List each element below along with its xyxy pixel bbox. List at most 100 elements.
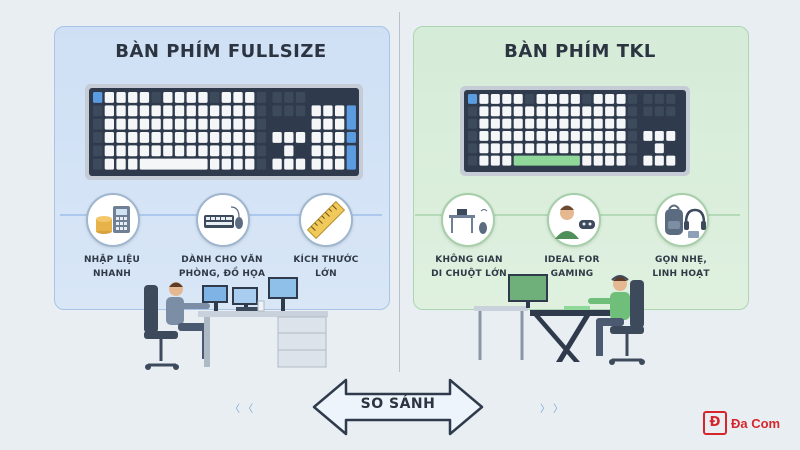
nav-key bbox=[654, 106, 664, 117]
key bbox=[186, 105, 196, 117]
key bbox=[116, 158, 126, 170]
key bbox=[174, 145, 185, 157]
feature-compact-label: GỌN NHẸ,LINH HOẠT bbox=[652, 255, 710, 279]
key bbox=[245, 92, 255, 103]
key bbox=[221, 132, 231, 143]
nav-key bbox=[284, 105, 294, 117]
key bbox=[593, 155, 603, 166]
key bbox=[151, 92, 161, 103]
key bbox=[490, 131, 500, 141]
key bbox=[627, 94, 637, 104]
key bbox=[570, 106, 580, 117]
key bbox=[536, 131, 546, 141]
key bbox=[104, 145, 114, 157]
key bbox=[163, 105, 173, 117]
key bbox=[209, 118, 220, 130]
numpad-key bbox=[346, 132, 356, 143]
key bbox=[186, 145, 196, 157]
key bbox=[233, 145, 243, 157]
key bbox=[605, 155, 615, 166]
key bbox=[116, 92, 126, 103]
nav-key bbox=[295, 158, 306, 170]
key bbox=[256, 158, 267, 170]
key bbox=[490, 118, 500, 129]
office-desk-scene bbox=[144, 277, 328, 370]
nav-key bbox=[654, 143, 664, 154]
numpad-key bbox=[323, 105, 333, 117]
fullsize-title: BÀN PHÍM FULLSIZE bbox=[115, 41, 327, 62]
key bbox=[104, 92, 114, 103]
numpad-plus-key bbox=[346, 105, 356, 130]
key bbox=[479, 155, 489, 166]
key bbox=[627, 155, 637, 166]
keyboard-mouse-icon bbox=[196, 193, 250, 247]
key bbox=[139, 132, 150, 143]
key bbox=[256, 132, 267, 143]
key bbox=[536, 118, 546, 129]
key bbox=[174, 132, 185, 143]
key bbox=[513, 94, 523, 104]
key bbox=[93, 145, 103, 157]
key bbox=[245, 132, 255, 143]
nav-key bbox=[295, 132, 306, 143]
numpad-key bbox=[311, 158, 321, 170]
key bbox=[151, 118, 161, 130]
nav-key bbox=[643, 131, 653, 141]
key bbox=[627, 106, 637, 117]
key bbox=[525, 94, 535, 104]
key bbox=[233, 92, 243, 103]
key bbox=[616, 94, 626, 104]
nav-key bbox=[643, 94, 653, 104]
dacom-logo-mark: Đ bbox=[703, 411, 727, 435]
nav-key bbox=[272, 158, 282, 170]
key bbox=[233, 105, 243, 117]
key bbox=[513, 118, 523, 129]
spacebar-key bbox=[513, 155, 580, 166]
key bbox=[502, 143, 512, 154]
key bbox=[233, 158, 243, 170]
key bbox=[198, 145, 208, 157]
key bbox=[502, 155, 512, 166]
key bbox=[479, 106, 489, 117]
key bbox=[627, 118, 637, 129]
key bbox=[490, 143, 500, 154]
key bbox=[198, 92, 208, 103]
nav-key bbox=[272, 92, 282, 103]
dacom-logo: Đ Đa Com bbox=[703, 410, 780, 436]
key bbox=[547, 94, 558, 104]
key bbox=[468, 94, 478, 104]
tkl-keyboard-illustration bbox=[460, 86, 690, 176]
key bbox=[209, 92, 220, 103]
key bbox=[593, 106, 603, 117]
key bbox=[256, 118, 267, 130]
key bbox=[559, 106, 569, 117]
key bbox=[570, 118, 580, 129]
key bbox=[605, 94, 615, 104]
nav-key bbox=[643, 155, 653, 166]
key bbox=[582, 94, 592, 104]
key bbox=[245, 145, 255, 157]
backpack-headphones-icon bbox=[655, 193, 709, 247]
key bbox=[502, 118, 512, 129]
key bbox=[233, 118, 243, 130]
nav-key bbox=[295, 105, 306, 117]
key bbox=[198, 105, 208, 117]
nav-key bbox=[295, 92, 306, 103]
key bbox=[245, 105, 255, 117]
key bbox=[221, 158, 231, 170]
tkl-title: BÀN PHÍM TKL bbox=[504, 41, 656, 62]
key bbox=[616, 143, 626, 154]
key bbox=[198, 118, 208, 130]
key bbox=[582, 155, 592, 166]
compare-double-arrow-icon bbox=[312, 378, 484, 436]
key bbox=[547, 106, 558, 117]
key bbox=[116, 118, 126, 130]
key bbox=[559, 131, 569, 141]
key bbox=[536, 94, 546, 104]
key bbox=[163, 145, 173, 157]
key bbox=[559, 118, 569, 129]
key bbox=[547, 118, 558, 129]
numpad-key bbox=[334, 105, 345, 117]
key bbox=[221, 118, 231, 130]
